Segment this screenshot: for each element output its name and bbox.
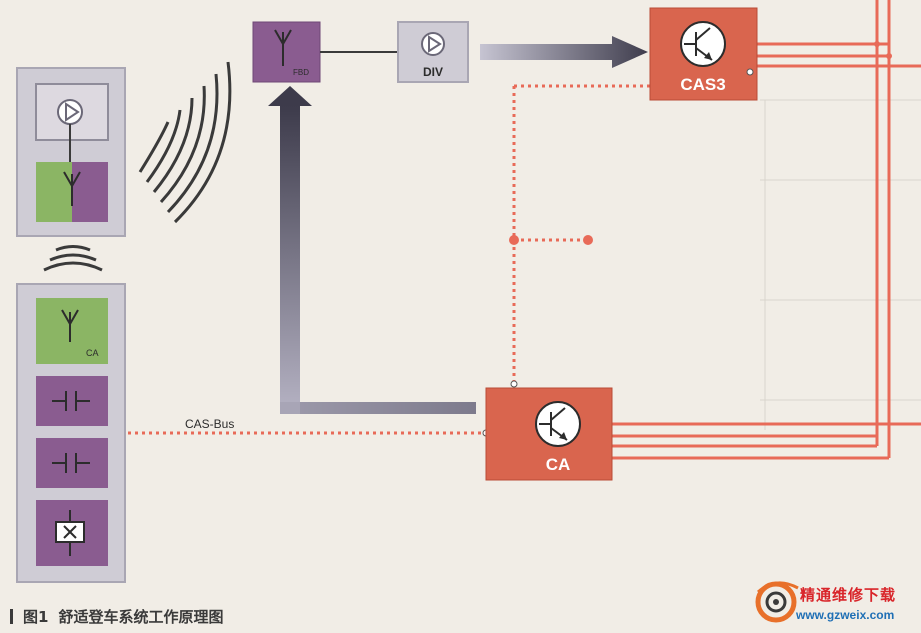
div-block: DIV	[397, 21, 469, 83]
bus-connector	[746, 68, 754, 76]
cas-bus-line: CAS-Bus	[128, 417, 486, 435]
transistor-icon	[680, 21, 726, 67]
capacitor-icon	[52, 453, 90, 473]
signal-junction	[509, 235, 519, 245]
radio-wave-icon	[138, 61, 232, 224]
cas3-module: CAS3	[649, 7, 758, 101]
figure-title: 舒适登车系统工作原理图	[58, 607, 224, 626]
vehicle-bus-lines	[612, 0, 921, 460]
figure-number: 图1	[23, 607, 49, 626]
signal-endpoint	[583, 235, 593, 245]
cas-bus-label: CAS-Bus	[185, 417, 234, 431]
fbd-label: FBD	[293, 68, 309, 77]
watermark-url: www.gzweix.com	[796, 608, 895, 622]
transistor-icon	[535, 401, 581, 447]
div-label: DIV	[423, 65, 443, 79]
bus-connector	[510, 380, 518, 388]
div-to-cas3-arrow	[480, 36, 648, 68]
caption-bar	[10, 608, 13, 624]
background-grid	[760, 99, 921, 430]
watermark-name: 精通维修下载	[800, 586, 897, 604]
watermark: 精通维修下载 www.gzweix.com	[752, 572, 917, 628]
amplifier-icon	[57, 99, 83, 125]
key-fob	[16, 67, 126, 237]
watermark-logo-icon	[755, 581, 799, 623]
antenna-icon	[63, 171, 81, 206]
ca-module: CA	[485, 387, 613, 481]
antenna-icon	[274, 29, 292, 66]
bus-junction	[874, 41, 880, 47]
ca-key-label: CA	[86, 348, 99, 358]
signal-line	[486, 84, 650, 435]
crystal-icon	[55, 510, 85, 556]
ca-module-label: CA	[546, 455, 571, 474]
fbd-receiver: FBD	[252, 21, 321, 83]
amplifier-icon	[421, 32, 445, 56]
ca-identification-transmitter: CA	[16, 283, 126, 583]
capacitor-icon	[52, 391, 90, 411]
figure-caption: 图1 舒适登车系统工作原理图	[10, 604, 223, 628]
radio-wave-icon	[43, 245, 103, 272]
cas3-label: CAS3	[680, 75, 725, 94]
bus-junction	[886, 53, 892, 59]
antenna-icon	[61, 309, 79, 342]
ca-to-fbd-arrow	[268, 86, 476, 414]
